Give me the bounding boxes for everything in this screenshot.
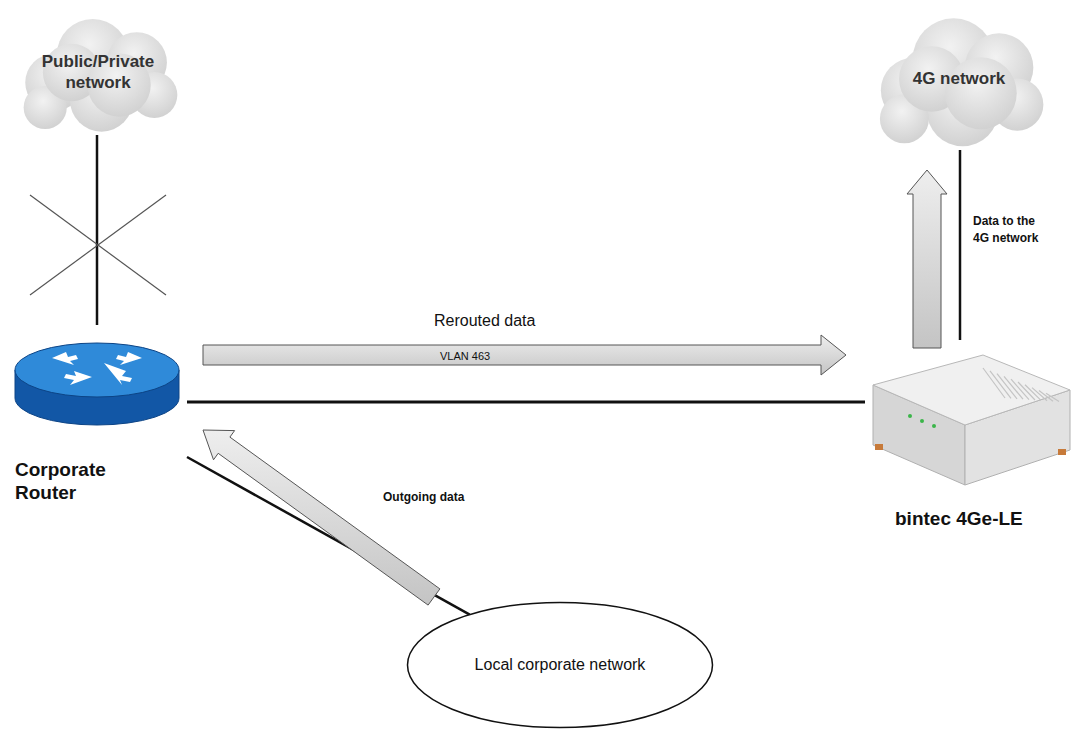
node-label: Public/Private network <box>28 52 168 93</box>
modem-vent <box>1025 385 1041 401</box>
network-link <box>187 401 865 404</box>
antenna-connector <box>875 444 883 450</box>
modem-vent <box>997 374 1017 399</box>
antenna-connector <box>1058 449 1066 455</box>
modem-vent <box>1046 393 1059 401</box>
network-link <box>96 135 99 325</box>
router-arrow <box>116 352 142 365</box>
network-cloud: 4G network <box>868 8 1050 150</box>
modem-vent <box>983 368 1005 398</box>
cross-stroke <box>30 195 166 295</box>
cross-stroke <box>30 195 166 295</box>
flow-label: Rerouted data <box>434 309 535 332</box>
node-label: bintec 4Ge-LE <box>895 508 1075 531</box>
modem-icon <box>873 355 1070 485</box>
flow-arrow <box>203 335 846 375</box>
vlan-tag: VLAN 463 <box>440 349 490 365</box>
modem-top <box>873 355 1070 425</box>
modem-vent <box>1018 382 1035 400</box>
network-link <box>959 150 962 340</box>
router-icon <box>15 343 179 425</box>
modem-node: bintec 4Ge-LE <box>865 340 1075 535</box>
status-led <box>908 414 912 418</box>
router-top <box>15 343 179 397</box>
flow-label: Data to the 4G network <box>973 213 1053 248</box>
modem-vent <box>990 371 1011 399</box>
router-arrow <box>52 352 78 365</box>
router-node: Corporate Router <box>12 325 187 515</box>
ellipse-outline <box>408 603 713 728</box>
flow-arrow <box>203 430 440 605</box>
node-outline <box>865 340 1075 535</box>
network-ellipse: Local corporate network <box>406 601 714 729</box>
cloud-puff <box>945 57 1017 129</box>
flow-arrows <box>203 170 947 605</box>
router-arrow <box>64 371 92 385</box>
broken-link-cross <box>30 195 166 295</box>
node-label: Local corporate network <box>475 655 646 674</box>
node-label: Corporate Router <box>15 459 143 505</box>
cloud-shape <box>24 19 178 132</box>
modem-vent <box>1004 376 1023 399</box>
flow-arrow <box>907 170 947 348</box>
status-led <box>920 419 924 423</box>
flow-label: Outgoing data <box>383 489 464 506</box>
modem-vent <box>1011 379 1029 399</box>
node-label: 4G network <box>913 69 1006 89</box>
status-led <box>932 424 936 428</box>
router-arrow <box>104 363 132 385</box>
cloud-shape <box>880 18 1043 146</box>
network-cloud: Public/Private network <box>10 10 186 135</box>
